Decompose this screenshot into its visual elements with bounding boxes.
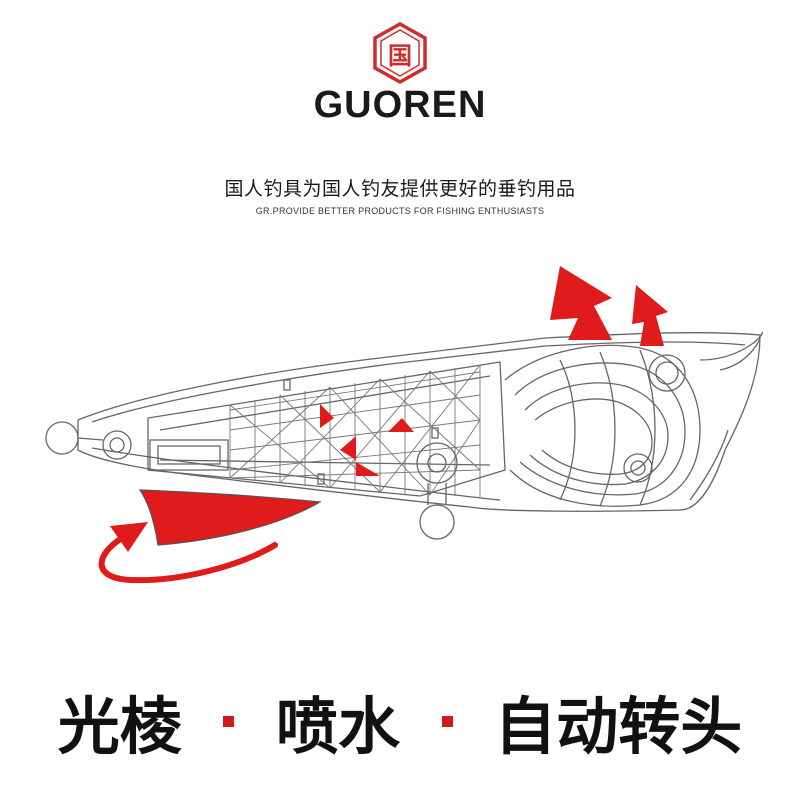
feature-separator (441, 715, 453, 727)
feature-list: 光棱 喷水 自动转头 (0, 676, 800, 763)
rotation-arrow (98, 535, 278, 584)
lure-body-outline (77, 332, 761, 512)
feature-separator (223, 715, 235, 727)
water-splash-arrows (550, 266, 668, 346)
slogan-english: GR.PROVIDE BETTER PRODUCTS FOR FISHING E… (255, 206, 545, 216)
slogan-chinese: 国人钓具为国人钓友提供更好的垂钓用品 (224, 178, 576, 200)
tail-ring (45, 421, 79, 455)
feature-prism: 光棱 (57, 690, 182, 763)
guoren-logo-icon: 国 (373, 22, 427, 84)
belly-hanger (416, 442, 458, 484)
lure-eye (648, 354, 686, 392)
lure-illustration (45, 266, 763, 584)
keel-fin (138, 489, 322, 546)
feature-auto-turn: 自动转头 (494, 690, 743, 763)
logo-glyph: 国 (388, 42, 412, 70)
prism-facets (320, 404, 414, 476)
lure-inner-frame (147, 361, 506, 497)
brand-name: GUOREN (313, 84, 487, 126)
feature-water-spray: 喷水 (275, 690, 400, 763)
